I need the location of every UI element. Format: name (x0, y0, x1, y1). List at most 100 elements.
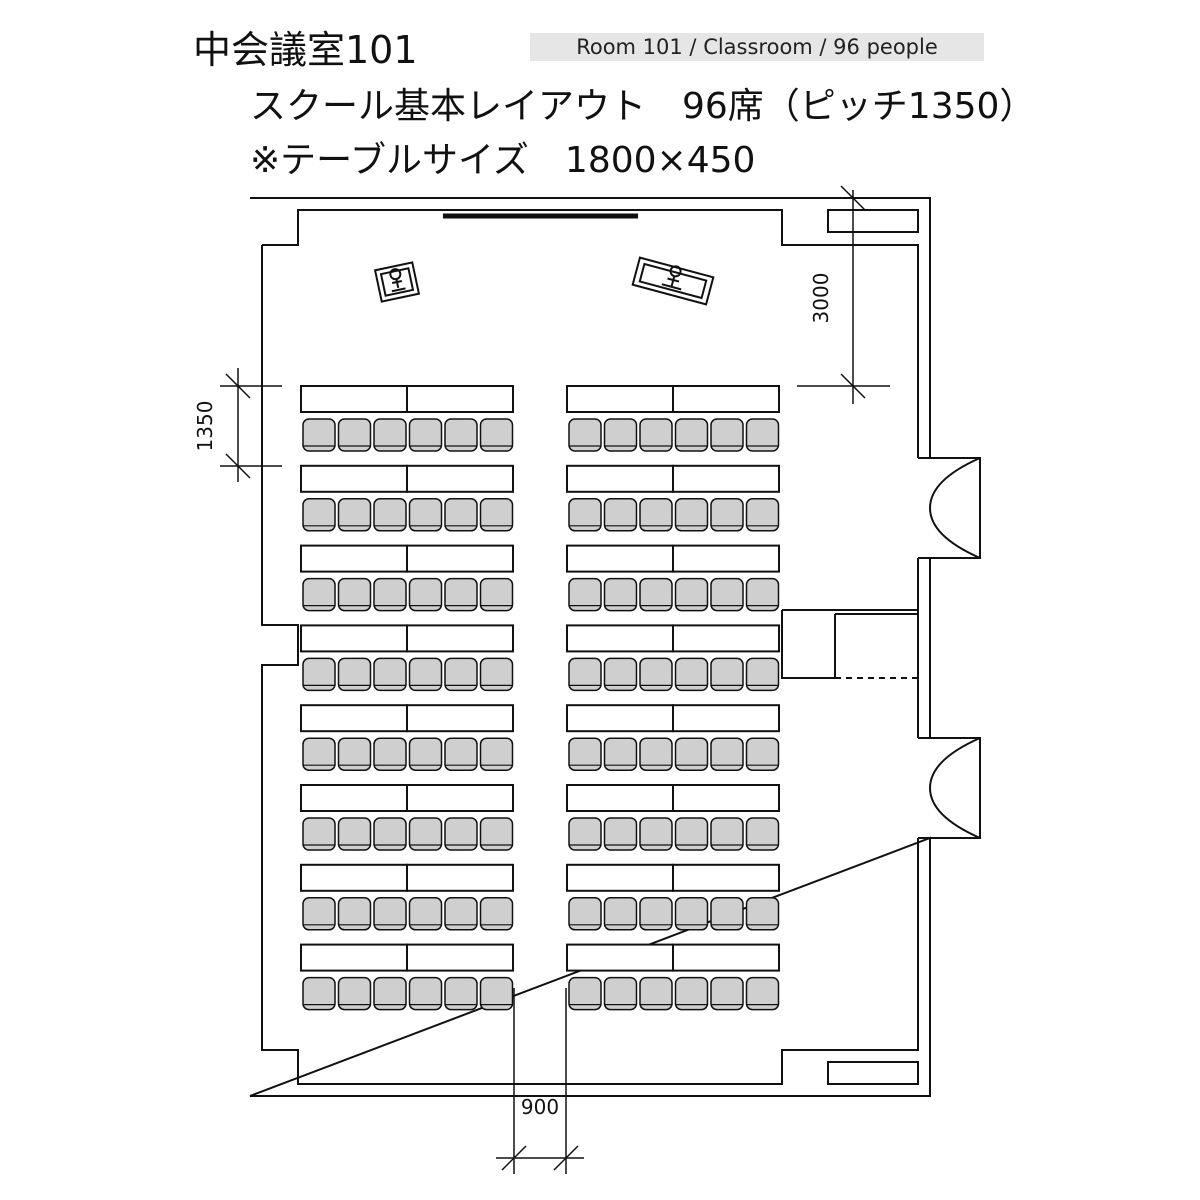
chair (373, 737, 407, 771)
chair (568, 498, 602, 532)
lecture-desk-right (631, 256, 715, 306)
table (406, 943, 514, 972)
chair (408, 897, 443, 931)
chair (603, 737, 638, 771)
chair (568, 897, 602, 931)
chair (745, 737, 780, 771)
chair (568, 577, 602, 612)
room-title: 中会議室101 (193, 28, 418, 72)
chair (373, 657, 407, 692)
chair (479, 976, 514, 1011)
front-clearance-label: 3000 (809, 273, 833, 324)
chair (373, 976, 407, 1011)
side-alcove (781, 609, 918, 679)
table (406, 784, 514, 812)
chair (337, 498, 372, 532)
chair (479, 897, 514, 931)
chair (479, 498, 514, 532)
chair (479, 577, 514, 612)
chair (302, 817, 336, 851)
chair (373, 897, 407, 931)
chair (444, 577, 478, 612)
table (300, 784, 408, 812)
chair (444, 418, 478, 452)
chair (639, 737, 673, 771)
chair (373, 817, 407, 851)
table (672, 943, 780, 972)
closet-bottom-right (827, 1061, 919, 1085)
chair (479, 737, 514, 771)
chair (603, 418, 638, 452)
chair (639, 817, 673, 851)
lectern-left (373, 261, 421, 303)
chair (710, 737, 744, 771)
chair (745, 418, 780, 452)
chair (710, 817, 744, 851)
table (566, 464, 674, 493)
chair (408, 976, 443, 1011)
chair (639, 498, 673, 532)
chair (674, 817, 709, 851)
table (566, 784, 674, 812)
aisle-width-label: 900 (521, 1095, 559, 1119)
chair (639, 577, 673, 612)
table (300, 863, 408, 892)
table (406, 863, 514, 892)
room-info-badge: Room 101 / Classroom / 96 people (530, 33, 984, 61)
chair (479, 817, 514, 851)
chair (479, 418, 514, 452)
chair (639, 418, 673, 452)
chair (674, 976, 709, 1011)
chair (444, 817, 478, 851)
chair (603, 657, 638, 692)
chair (710, 498, 744, 532)
aisle-width-dimension (496, 988, 584, 1174)
chair (710, 418, 744, 452)
chair (639, 657, 673, 692)
chair (302, 418, 336, 452)
chair (710, 577, 744, 612)
chair (568, 737, 602, 771)
chair (302, 657, 336, 692)
chair (603, 817, 638, 851)
closet-top-right (827, 209, 919, 233)
table (406, 544, 514, 573)
chair (444, 498, 478, 532)
chair (674, 418, 709, 452)
chair (302, 737, 336, 771)
chair (639, 897, 673, 931)
chair (337, 737, 372, 771)
chair (337, 976, 372, 1011)
table (672, 544, 780, 573)
inner-wall (261, 209, 919, 1085)
row-pitch-dimension (220, 368, 282, 482)
chair (745, 897, 780, 931)
chair (568, 817, 602, 851)
chair (674, 657, 709, 692)
chair (710, 657, 744, 692)
chair (373, 418, 407, 452)
chair (568, 418, 602, 452)
chair (745, 577, 780, 612)
chair (408, 817, 443, 851)
table (672, 624, 780, 653)
chair (337, 577, 372, 612)
table (566, 385, 674, 413)
table (406, 624, 514, 653)
chair (408, 418, 443, 452)
chair (444, 737, 478, 771)
chair (337, 897, 372, 931)
chair (302, 577, 336, 612)
table (566, 704, 674, 733)
chair (710, 976, 744, 1011)
chair (674, 498, 709, 532)
table (406, 704, 514, 733)
chair (444, 657, 478, 692)
chair (568, 657, 602, 692)
chair (373, 577, 407, 612)
door-swing-upper (928, 457, 981, 559)
table (672, 464, 780, 493)
chair (639, 976, 673, 1011)
table (406, 464, 514, 493)
